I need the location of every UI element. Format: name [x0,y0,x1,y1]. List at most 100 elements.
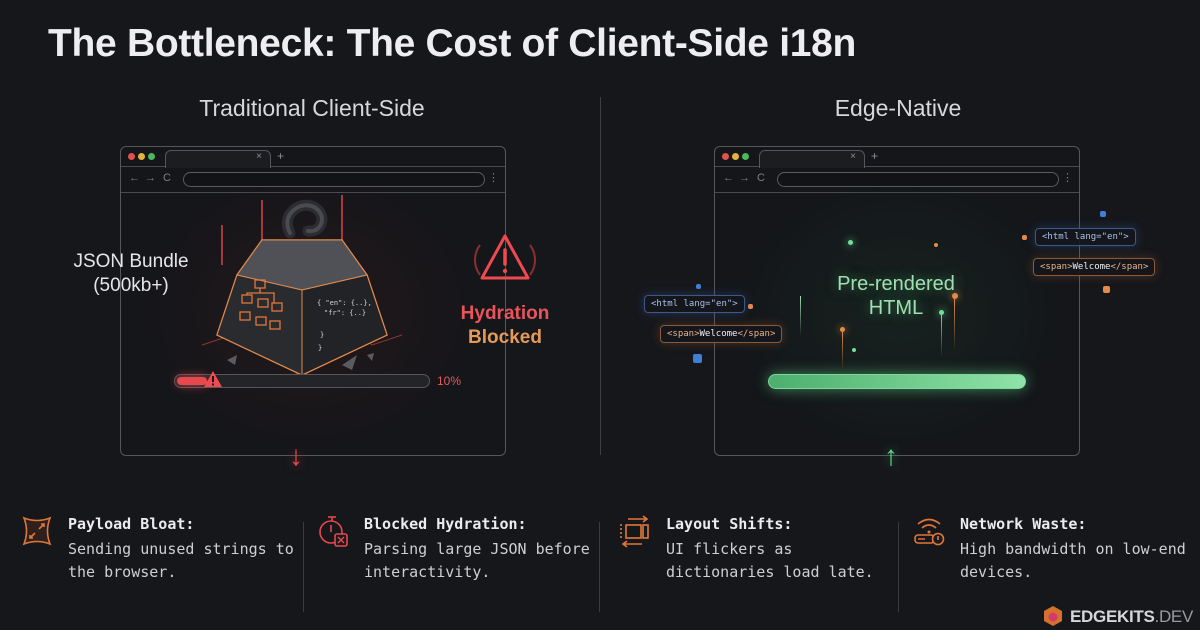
url-bar [777,172,1059,187]
warning-triangle-icon [474,234,536,280]
pre-rendered-html-label: Pre-rendered HTML [814,272,978,320]
reload-icon: C [163,172,171,184]
orange-particle [934,243,938,247]
code-tag-close: </span> [737,329,776,339]
code-chip-html-lang: <html lang="en"> [644,295,745,313]
orange-particle [840,327,845,332]
close-window-dot [722,153,729,160]
feature-divider [303,522,304,612]
pre-rendered-line1: Pre-rendered [837,273,955,295]
left-progress-bar [174,371,430,388]
left-progress-fill [177,377,207,385]
svg-text:}: } [320,331,324,339]
tab-bar: × + [715,147,1079,168]
heavy-weight-icon: { "en": {..}, "fr": {..} } } [202,195,402,385]
feature-description: Parsing large JSON before interactivity. [364,540,590,581]
feature-layout-shifts: Layout Shifts: UI flickers as dictionari… [618,508,908,604]
green-particle [852,348,856,352]
code-chip-span-welcome: <span>Welcome</span> [660,325,783,343]
left-column-title: Traditional Client-Side [199,95,425,121]
orange-particle [1103,286,1110,293]
progress-warning-icon [204,371,222,387]
feature-title: Blocked Hydration: [364,515,527,533]
green-stream [941,315,942,357]
hydration-blocked-label: Hydration Blocked [442,302,568,350]
browser-tab: × [759,150,865,168]
orange-stream [954,299,955,351]
brand-name: EDGEKITS.DEV [1070,607,1193,627]
feature-title: Payload Bloat: [68,515,195,533]
minimize-window-dot [138,153,145,160]
network-warning-icon [914,518,945,546]
column-divider [600,97,601,455]
browser-menu-icon: ⋮ [488,172,499,184]
json-bundle-size: (500kb+) [93,275,169,296]
left-browser-window: × + ← → C ⋮ [120,146,506,456]
feature-description: Sending unused strings to the browser. [68,540,294,581]
svg-text:{ "en": {..},: { "en": {..}, [317,299,372,307]
right-progress-bar [768,374,1026,389]
down-arrow-icon: ↓ [289,440,303,471]
minimize-window-dot [732,153,739,160]
layout-shift-icon [620,515,649,548]
orange-particle [1022,235,1027,240]
tab-close-icon: × [256,151,262,162]
blue-particle [693,354,702,363]
code-chip-span-welcome: <span>Welcome</span> [1033,258,1156,276]
back-arrow-icon: ← [723,172,734,184]
svg-text:"fr": {..}: "fr": {..} [324,309,366,317]
tab-close-icon: × [850,151,856,162]
json-bundle-line1: JSON Bundle [73,251,189,272]
url-bar [183,172,485,187]
nav-bar: ← → C ⋮ [715,167,1079,193]
pre-rendered-line2: HTML [868,297,924,319]
feature-network-waste: Network Waste: High bandwidth on low-end… [912,508,1200,604]
white-stream [800,296,801,336]
code-word: Welcome [1072,262,1111,272]
stopwatch-blocked-icon [319,516,348,547]
nav-bar: ← → C ⋮ [121,167,505,193]
json-bundle-label: JSON Bundle (500kb+) [58,250,204,298]
brand-hexagon-icon [1044,606,1062,626]
feature-payload-bloat: Payload Bloat: Sending unused strings to… [20,508,310,604]
payload-expand-icon [22,516,52,546]
feature-title: Layout Shifts: [666,515,793,533]
svg-text:}: } [318,344,322,352]
hydration-label-line1: Hydration [460,303,550,324]
new-tab-icon: + [277,149,285,163]
up-arrow-icon: ↑ [884,440,898,471]
code-word: Welcome [699,329,738,339]
page-title: The Bottleneck: The Cost of Client-Side … [48,22,857,65]
forward-arrow-icon: → [739,172,750,184]
orange-stream [842,332,843,370]
feature-title: Network Waste: [960,515,1087,533]
green-particle [939,310,944,315]
brand-name-suffix: .DEV [1154,607,1194,626]
brand-name-main: EDGEKITS [1070,607,1155,626]
maximize-window-dot [148,153,155,160]
feature-description: High bandwidth on low-end devices. [960,540,1186,581]
orange-particle [952,293,958,299]
right-browser-window: × + ← → C ⋮ [714,146,1080,456]
green-particle [848,240,853,245]
hydration-label-line2: Blocked [468,327,542,348]
features-row: Payload Bloat: Sending unused strings to… [0,508,1200,612]
orange-particle [748,304,753,309]
maximize-window-dot [742,153,749,160]
browser-tab: × [165,150,271,168]
tab-bar: × + [121,147,505,168]
blue-particle [696,284,701,289]
code-tag-open: <span> [1040,262,1073,272]
blue-particle [1100,211,1106,217]
code-tag-open: <span> [667,329,700,339]
feature-divider [898,522,899,612]
code-chip-html-lang: <html lang="en"> [1035,228,1136,246]
reload-icon: C [757,172,765,184]
browser-menu-icon: ⋮ [1062,172,1073,184]
feature-description: UI flickers as dictionaries load late. [666,540,874,581]
code-tag-close: </span> [1110,262,1149,272]
feature-blocked-hydration: Blocked Hydration: Parsing large JSON be… [316,508,606,604]
feature-divider [599,522,600,612]
right-column-title: Edge-Native [834,95,962,121]
close-window-dot [128,153,135,160]
